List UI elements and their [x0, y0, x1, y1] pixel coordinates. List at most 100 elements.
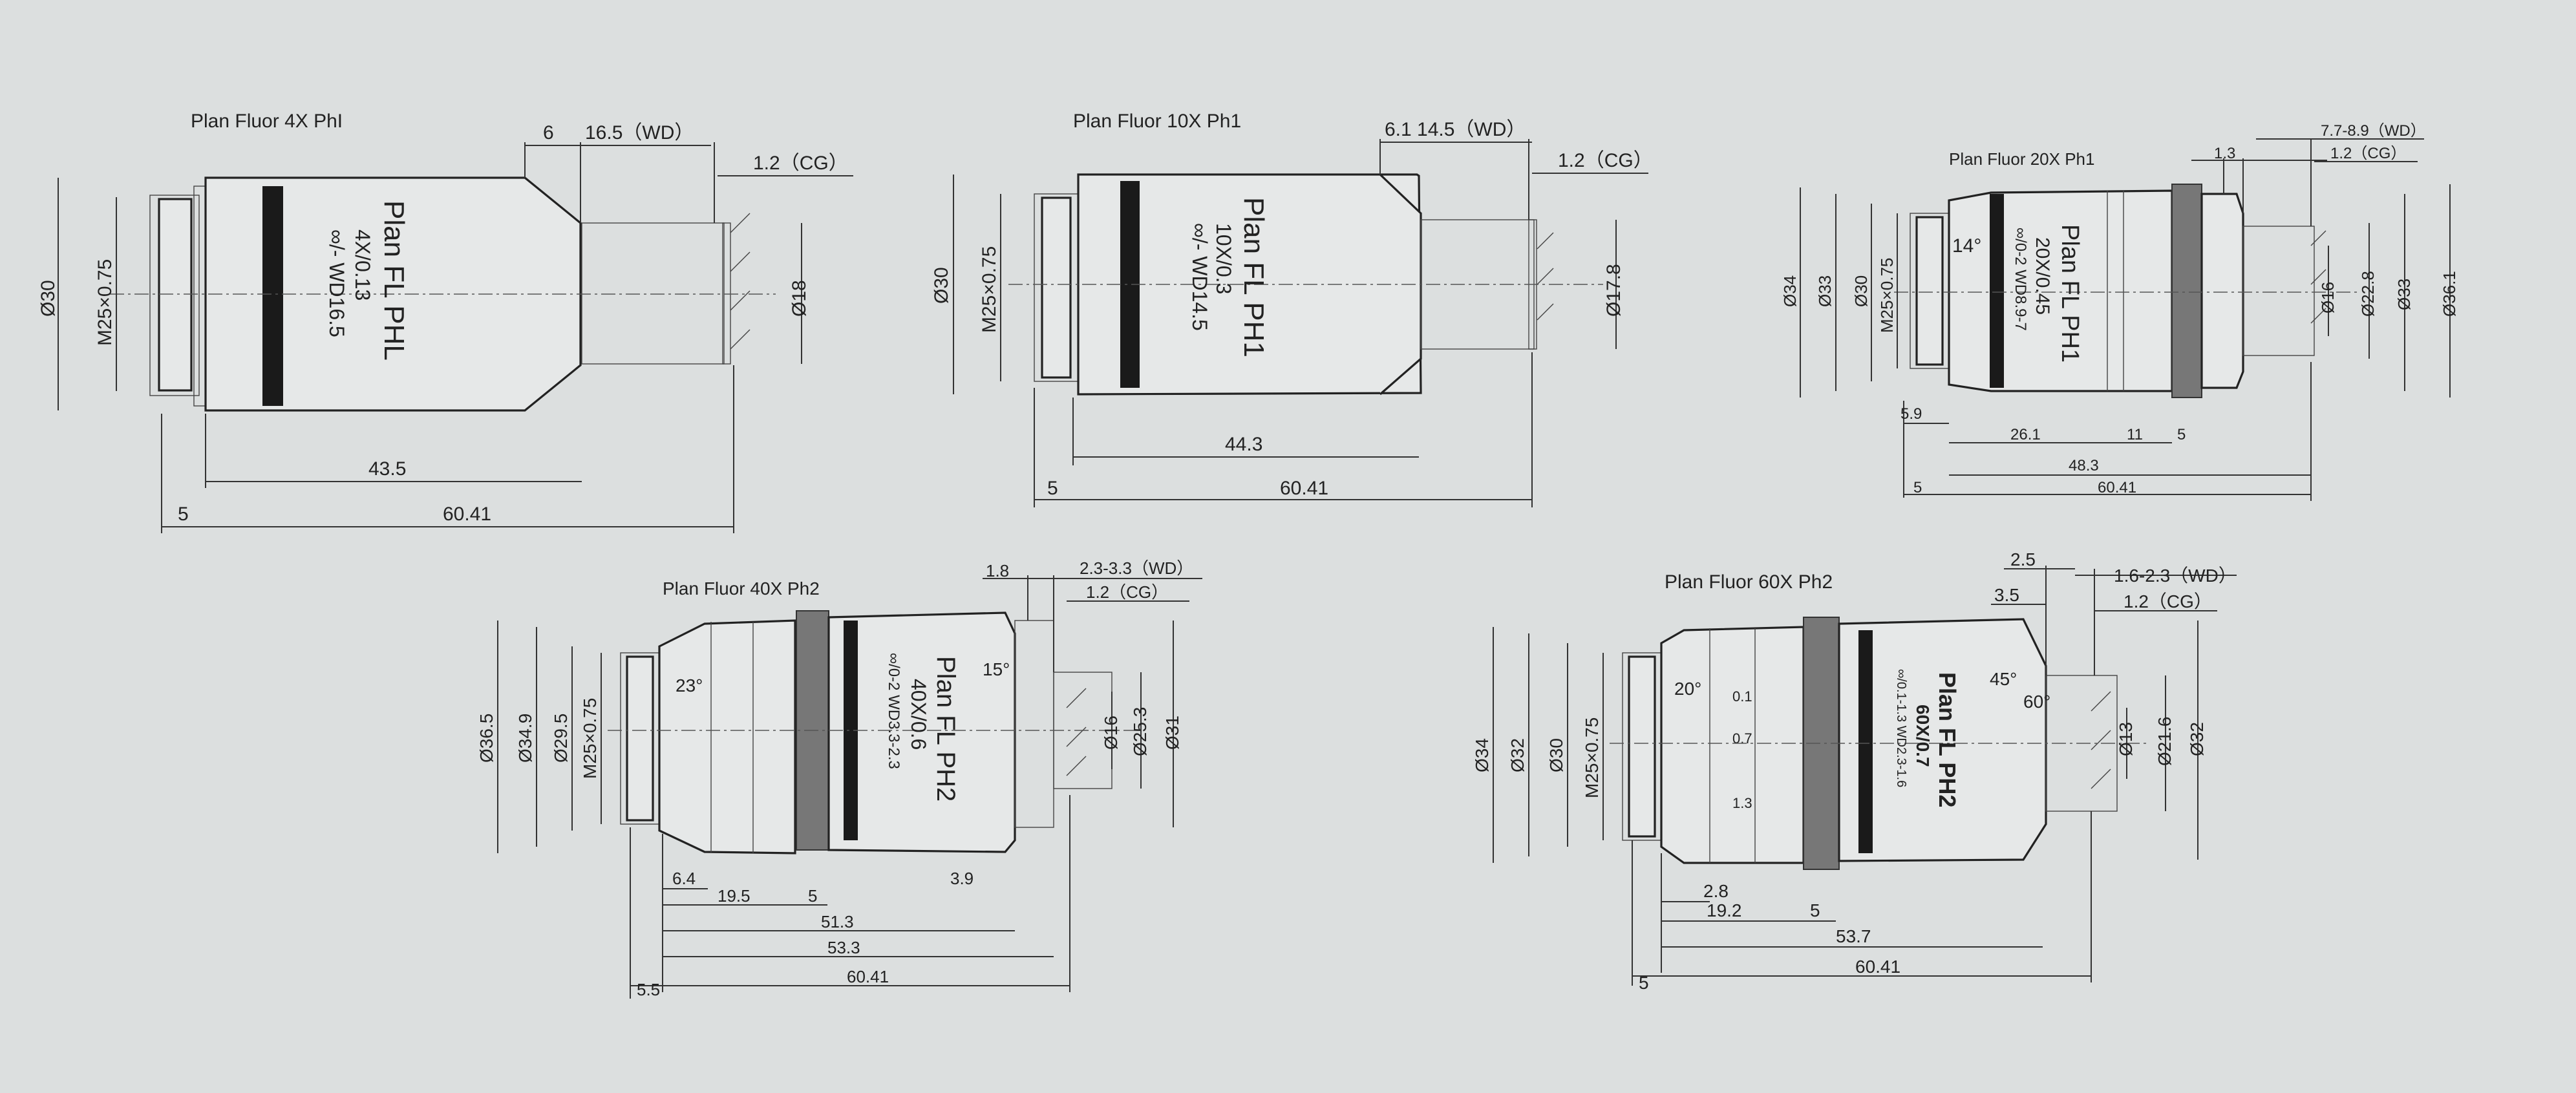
- dim-dia-outer-10x: Ø30: [931, 267, 952, 304]
- dim-total-20x: 60.41: [2098, 479, 2136, 496]
- barrel-label-20x: Plan FL PH1 20X/0.45 ∞/0-2 WD8.9-7: [2012, 224, 2083, 363]
- dim-wd-40x: 2.3-3.3（WD）: [1080, 558, 1193, 578]
- dim-flange-60x: 5: [1639, 973, 1649, 993]
- front-lens-20x: [2242, 226, 2315, 356]
- rear-barrel-40x: [658, 619, 796, 854]
- dim-angle1-60x: 20°: [1674, 679, 1701, 699]
- hatch-40x: [1066, 688, 1087, 708]
- dim-d1-60x: 2.5: [2010, 549, 2036, 569]
- title-60x: Plan Fluor 60X Ph2: [1665, 571, 1833, 593]
- hatch-10x: [1537, 303, 1554, 321]
- dim-d295-40x: Ø29.5: [551, 714, 571, 763]
- colorband-60x: [1858, 630, 1873, 853]
- barrel-label-60x: Plan FL PH2 60X/0.7 ∞/0.1-1.3 WD2.3-1.6: [1894, 669, 1961, 807]
- dim-e-60x: 53.7: [1836, 926, 1871, 946]
- hatch-60x: [2091, 691, 2111, 712]
- dim-d13-60x: Ø13: [2116, 722, 2136, 756]
- dim-total-4x: 60.41: [443, 504, 491, 525]
- title-40x: Plan Fluor 40X Ph2: [663, 578, 820, 599]
- thread-inner-4x: [158, 198, 193, 392]
- label-line2-20x: 20X/0.45: [2032, 237, 2053, 315]
- dim-c-60x: 5: [1810, 900, 1820, 920]
- dim-d30-20x: Ø30: [1851, 275, 1871, 307]
- dim-d22-20x: Ø22.8: [2358, 271, 2378, 317]
- dim-wd-10x: 6.1 14.5（WD）: [1385, 119, 1526, 140]
- dim-a-20x: 5.9: [1900, 405, 1922, 423]
- dim-total-10x: 60.41: [1280, 478, 1328, 499]
- dim-dia-front-4x: Ø18: [789, 280, 810, 317]
- dim-b-40x: 19.5: [718, 886, 750, 906]
- dim-thread-60x: M25×0.75: [1582, 717, 1602, 798]
- ring-scale2-60x: 0.7: [1732, 730, 1752, 747]
- thread-4x: [149, 195, 200, 396]
- dim-cg-20x: 1.2（CG）: [2330, 145, 2406, 162]
- dim-b-60x: 19.2: [1707, 900, 1742, 920]
- dim-d365-40x: Ø36.5: [476, 714, 496, 763]
- dim-c-40x: 5: [808, 886, 817, 906]
- thread-inner-20x: [1915, 216, 1944, 366]
- colorband-20x: [1990, 194, 2004, 388]
- coverglass-4x: [722, 222, 731, 365]
- dim-d32b-60x: Ø32: [2187, 722, 2207, 756]
- dim-thread-40x: M25×0.75: [580, 698, 600, 779]
- dim-a-60x: 2.8: [1703, 881, 1729, 901]
- dim-thread-20x: M25×0.75: [1877, 258, 1897, 333]
- label-line1-10x: Plan FL PH1: [1238, 197, 1270, 357]
- dim-parfocal-4x: 43.5: [368, 458, 406, 480]
- ring-scale3-60x: 1.3: [1732, 795, 1752, 811]
- label-line1-4x: Plan FL PHL: [378, 200, 410, 361]
- label-line3-10x: ∞/- WD14.5: [1188, 223, 1211, 331]
- dim-d30-60x: Ø30: [1546, 738, 1566, 772]
- dim-d2-60x: 3.5: [1994, 585, 2019, 605]
- label-line2-40x: 40X/0.6: [907, 679, 930, 750]
- thread-inner-40x: [626, 655, 654, 822]
- dim-d-20x: 5: [2177, 426, 2186, 443]
- barrel-label-10x: Plan FL PH1 10X/0.3 ∞/- WD14.5: [1188, 197, 1270, 357]
- dim-d16-40x: Ø16: [1101, 716, 1121, 750]
- label-line1-60x: Plan FL PH2: [1934, 672, 1961, 807]
- dim-d36-20x: Ø36.1: [2440, 271, 2459, 317]
- label-line3-40x: ∞/0-2 WD3.3-2.3: [885, 653, 902, 769]
- dim-flange-40x: 5.5: [637, 980, 660, 999]
- hatch-20x: [2310, 269, 2326, 285]
- dim-dia-front-10x: Ø17.8: [1603, 264, 1624, 317]
- dim-c-20x: 11: [2127, 426, 2143, 443]
- dim-a-40x: 6.4: [672, 869, 696, 888]
- thread-inner-60x: [1628, 655, 1656, 838]
- hatch-60x: [2091, 769, 2111, 789]
- title-20x: Plan Fluor 20X Ph1: [1949, 149, 2094, 169]
- nose-40x: [1014, 620, 1054, 828]
- dim-total-40x: 60.41: [847, 967, 889, 986]
- dim-wd-20x: 7.7-8.9（WD）: [2321, 122, 2426, 140]
- colorband-4x: [262, 186, 283, 406]
- thread-inner-10x: [1041, 196, 1072, 379]
- dim-f-40x: 53.3: [827, 938, 860, 957]
- dim-d349-40x: Ø34.9: [515, 714, 535, 763]
- ring-scale1-60x: 0.1: [1732, 688, 1752, 705]
- label-line2-60x: 60X/0.7: [1913, 705, 1933, 767]
- label-line2-4x: 4X/0.13: [351, 229, 374, 301]
- dim-d-40x: 3.9: [950, 869, 974, 888]
- dim-d1-20x: 1.3: [2214, 145, 2235, 162]
- label-line3-4x: ∞/- WD16.5: [325, 229, 348, 337]
- dim-wd-4x: 16.5（WD）: [585, 122, 694, 143]
- dim-d216-60x: Ø21.6: [2155, 717, 2175, 766]
- dim-d32-60x: Ø32: [1507, 738, 1528, 772]
- dim-e-40x: 51.3: [821, 912, 854, 931]
- title-4x: Plan Fluor 4X PhI: [191, 111, 343, 132]
- dim-cg-10x: 1.2（CG）: [1558, 150, 1653, 171]
- hatch-40x: [1066, 756, 1087, 776]
- dim-d1-40x: 1.8: [986, 561, 1009, 580]
- barrel-40x: [827, 611, 1016, 853]
- dim-e-20x: 48.3: [2069, 457, 2099, 474]
- dim-d253-40x: Ø25.3: [1130, 707, 1150, 756]
- dim-flange-20x: 5: [1913, 479, 1922, 496]
- dim-d33b-20x: Ø33: [2394, 279, 2414, 310]
- dim-cg-40x: 1.2（CG）: [1086, 582, 1168, 602]
- dim-d34-20x: Ø34: [1780, 275, 1800, 307]
- dim-thread-10x: M25×0.75: [979, 246, 1000, 333]
- barrel-label-40x: Plan FL PH2 40X/0.6 ∞/0-2 WD3.3-2.3: [885, 653, 960, 801]
- label-line1-40x: Plan FL PH2: [931, 656, 960, 801]
- hatch-4x: [730, 329, 750, 350]
